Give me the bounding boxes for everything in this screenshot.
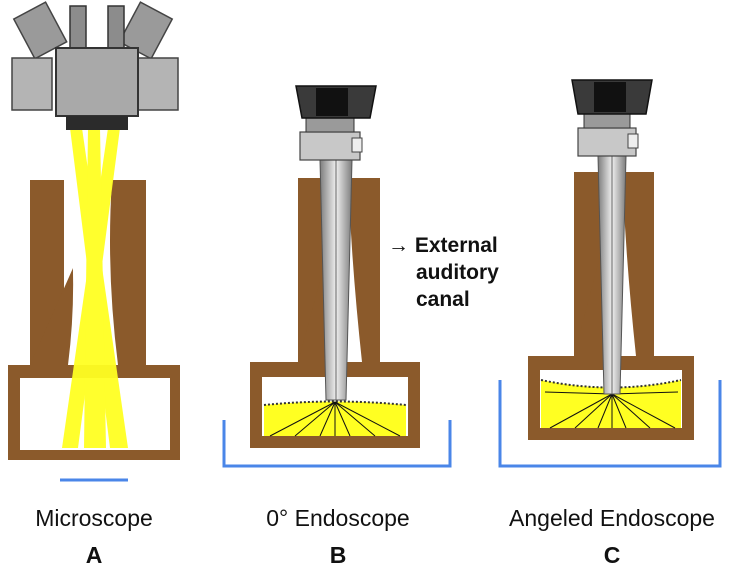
caption-a: Microscope (35, 505, 153, 531)
illuminated-field-c (540, 379, 682, 428)
light-beams-a (62, 128, 128, 448)
annotation-arrow: → (388, 234, 409, 257)
microscope-head (11, 1, 179, 130)
annotation-text-1: External (414, 234, 498, 257)
letter-a: A (85, 542, 103, 568)
light-fan-b (269, 401, 401, 437)
annotation-line-3: canal (416, 288, 470, 311)
field-bracket-c (498, 380, 722, 468)
panel-a-microscope (8, 1, 180, 482)
letter-b: B (329, 542, 347, 568)
annotation-line-1: → External (388, 232, 499, 259)
panel-c-endoscope-angled (498, 79, 722, 468)
endoscope-b (295, 85, 377, 401)
canal-annotation: → External auditory canal (388, 232, 499, 313)
letter-c: C (603, 542, 621, 568)
endoscope-c (571, 79, 653, 395)
panel-b-endoscope-zero (222, 85, 452, 468)
caption-b: 0° Endoscope (266, 505, 410, 531)
light-fan-c (544, 391, 679, 429)
annotation-line-2: auditory (416, 261, 499, 284)
field-bracket-b (222, 420, 452, 468)
caption-c: Angeled Endoscope (509, 505, 715, 531)
